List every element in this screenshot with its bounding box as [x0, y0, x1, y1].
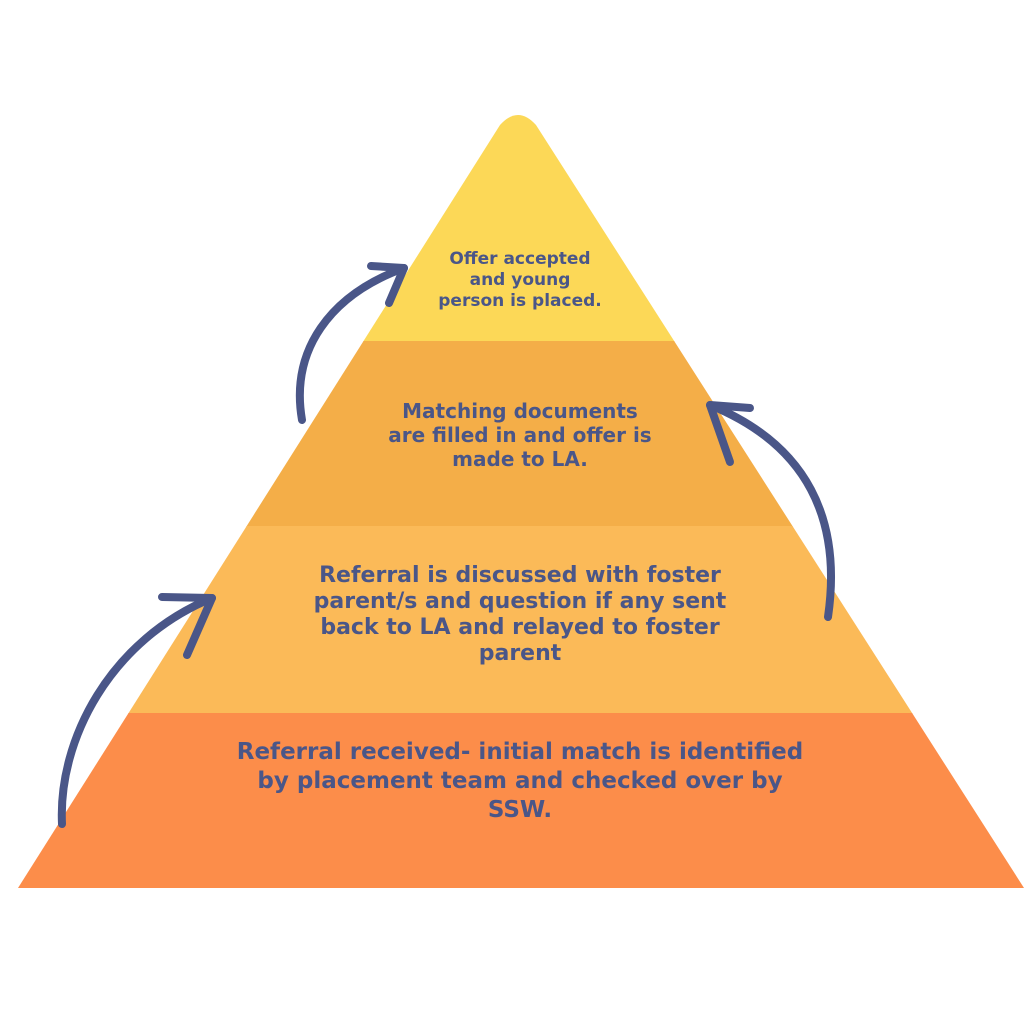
tier-base-label: Referral received- initial match is iden… [236, 739, 804, 823]
curved-arrow-icon [706, 401, 835, 621]
tier-third-label: Referral is discussed with foster parent… [313, 563, 727, 666]
pyramid-tier-base [18, 713, 1024, 888]
tier-top-label: Offer accepted and young person is place… [438, 249, 602, 311]
curved-arrow-icon [295, 262, 408, 424]
tier-second-label: Matching documents are filled in and off… [388, 399, 652, 471]
curved-arrow-icon [57, 593, 216, 828]
